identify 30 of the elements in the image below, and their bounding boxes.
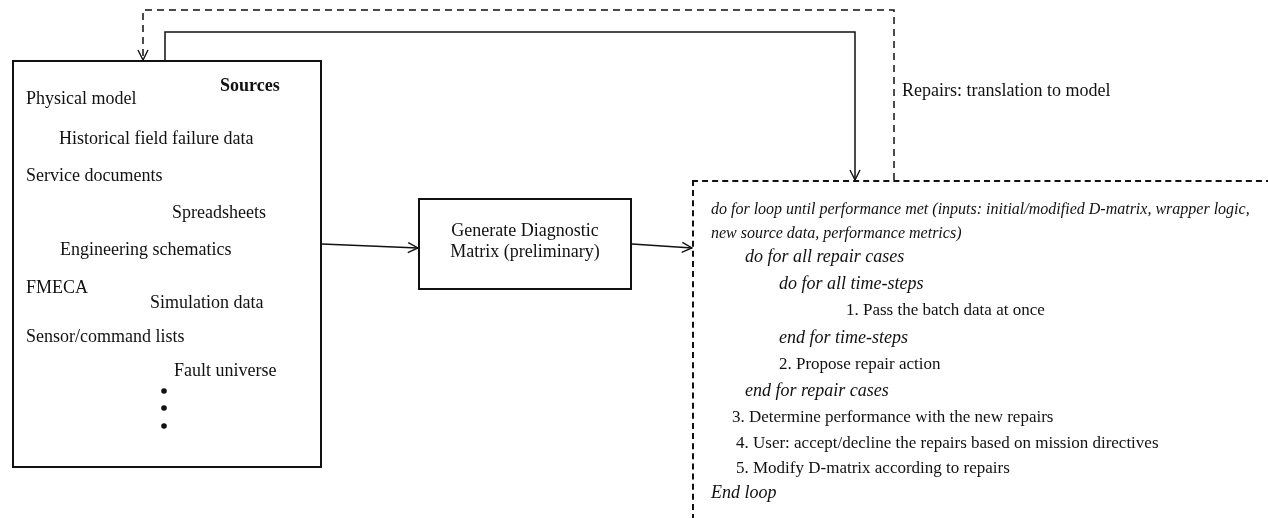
source-item: Fault universe: [174, 360, 277, 381]
process-label: Generate Diagnostic Matrix (preliminary): [449, 220, 601, 262]
source-item: FMECA: [26, 277, 88, 298]
source-item: Sensor/command lists: [26, 326, 185, 347]
arrow: [164, 31, 861, 181]
arrow: [321, 241, 419, 254]
source-item: Service documents: [26, 165, 163, 186]
pseudocode-line: 5. Modify D-matrix according to repairs: [736, 458, 1010, 478]
arrow: [137, 9, 895, 181]
source-item: Historical field failure data: [59, 128, 254, 149]
sources-box: [12, 60, 322, 468]
pseudocode-line: end for repair cases: [745, 380, 889, 401]
pseudocode-line: 2. Propose repair action: [779, 354, 941, 374]
arrow: [631, 241, 693, 253]
loop-box: [692, 180, 1268, 518]
source-item: Physical model: [26, 88, 137, 109]
source-item: Engineering schematics: [60, 239, 232, 260]
pseudocode-line: do for all time-steps: [779, 273, 924, 294]
pseudocode-line: End loop: [711, 482, 777, 503]
pseudocode-line: 4. User: accept/decline the repairs based on mission directives: [736, 433, 1159, 453]
source-item: Spreadsheets: [172, 202, 266, 223]
pseudocode-line: do for all repair cases: [745, 246, 905, 267]
pseudocode-line: 1. Pass the batch data at once: [846, 300, 1045, 320]
pseudocode-line: 3. Determine performance with the new repairs: [732, 407, 1054, 427]
pseudocode-line: do for loop until performance met (inputs: initial/modified D-matrix, wrapper logic, new source data, performance metrics): [711, 199, 1251, 244]
process-box: [418, 198, 632, 290]
edge-label: Repairs: translation to model: [902, 80, 1111, 101]
section-heading: Sources: [220, 75, 280, 96]
source-item: Simulation data: [150, 292, 264, 313]
pseudocode-line: end for time-steps: [779, 327, 908, 348]
